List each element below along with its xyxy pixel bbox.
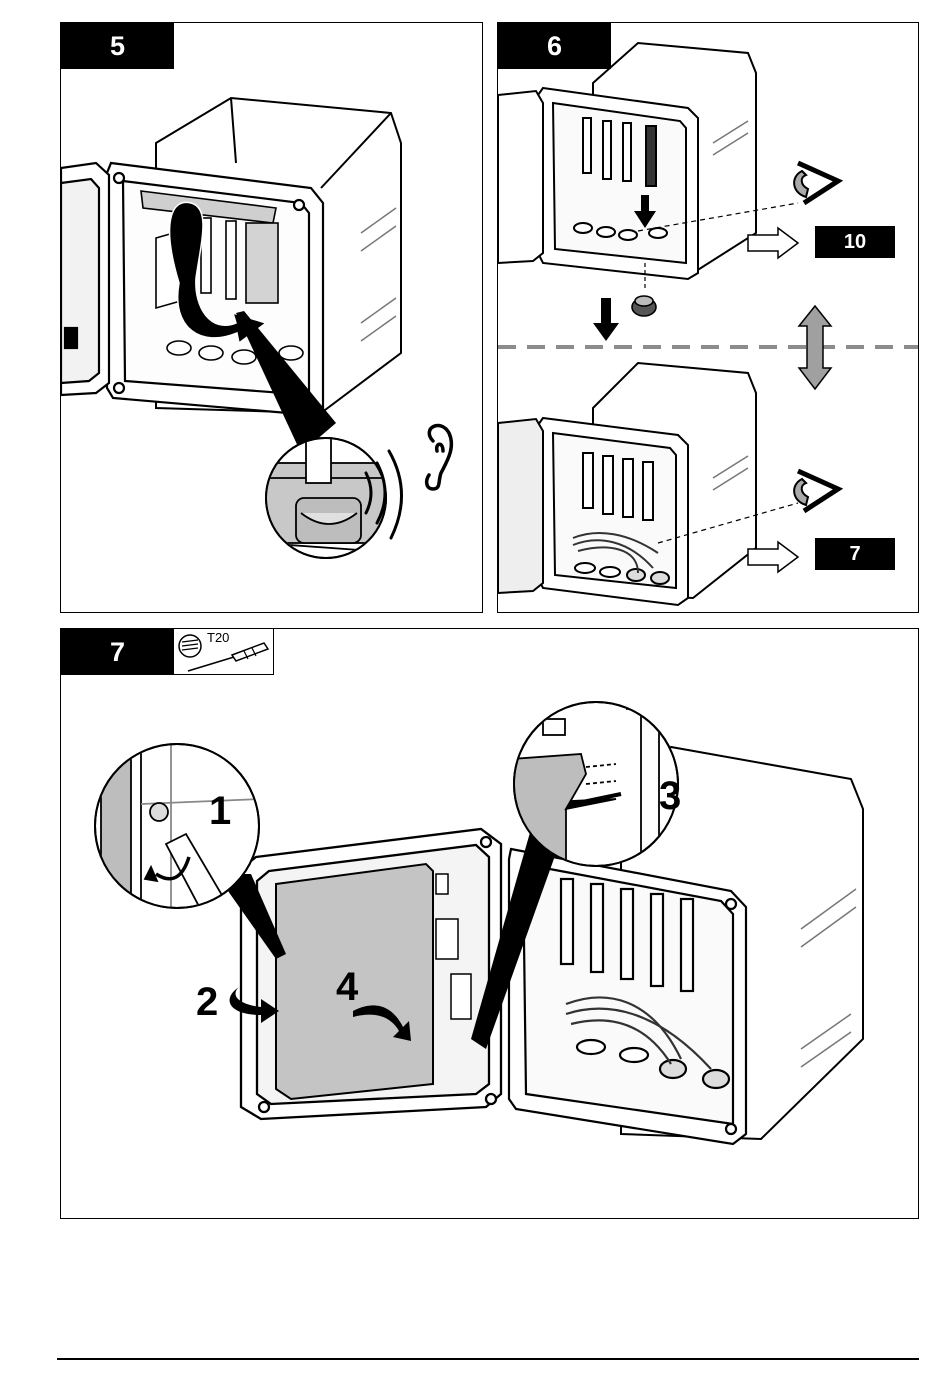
enclosure-top-scenario	[498, 41, 757, 281]
swing-arrow-icon	[353, 1005, 411, 1041]
double-headed-vertical-arrow-icon	[797, 304, 833, 391]
sight-line	[657, 502, 799, 544]
magnifier-pointer	[236, 311, 336, 453]
right-hollow-arrow-icon	[747, 226, 800, 260]
goto-step-badge[interactable]: 10	[815, 226, 895, 258]
enclosure-front-frame	[507, 847, 748, 1146]
open-gland-hole	[618, 229, 638, 241]
down-arrow-icon	[634, 195, 656, 228]
gland-plug-icon	[631, 295, 657, 317]
step-5-panel: 5	[60, 22, 483, 613]
right-hollow-arrow-icon	[747, 540, 800, 574]
step-number-badge: 5	[61, 23, 174, 69]
ear-icon	[424, 423, 454, 491]
sound-waves-icon	[364, 449, 403, 540]
callout-number-1: 1	[209, 789, 232, 833]
enclosure-bottom-scenario	[498, 361, 757, 607]
step-5-illustration	[61, 96, 454, 559]
down-arrow-icon	[593, 298, 619, 341]
sight-line	[637, 202, 799, 232]
callout-number-4: 4	[336, 965, 359, 1009]
enclosure-door	[61, 161, 111, 397]
module-slots	[140, 190, 279, 310]
callout-number-2: 2	[196, 980, 219, 1024]
rotate-arrow-icon	[229, 987, 279, 1023]
step-7-illustration	[94, 701, 864, 1146]
display-cover	[275, 862, 434, 1101]
pcb-connectors	[435, 873, 472, 1020]
cable-glands	[166, 340, 304, 365]
step-7-panel: 7 T20	[60, 628, 919, 1219]
magnifier-callout	[265, 437, 387, 559]
goto-step-badge[interactable]: 7	[815, 538, 895, 570]
magnifier-pointer	[471, 829, 561, 1049]
wire-bundle	[565, 996, 712, 1070]
footer-rule	[57, 1358, 919, 1360]
tool-requirement-box: T20	[174, 629, 274, 675]
step-number-badge: 6	[498, 23, 611, 69]
step-6-panel: 6	[497, 22, 919, 613]
magnifier-callout-1	[94, 743, 260, 909]
eye-icon	[793, 160, 844, 206]
eye-icon	[793, 468, 844, 514]
curved-arrow-icon	[168, 201, 268, 345]
tool-bit-label: T20	[207, 630, 230, 645]
wire-bundle	[572, 532, 659, 574]
step-6-illustration	[498, 41, 918, 607]
screwdriver-icon	[178, 634, 270, 672]
magnifier-pointer	[216, 874, 286, 959]
callout-number-3: 3	[659, 774, 682, 818]
step-number-badge: 7	[61, 629, 174, 675]
